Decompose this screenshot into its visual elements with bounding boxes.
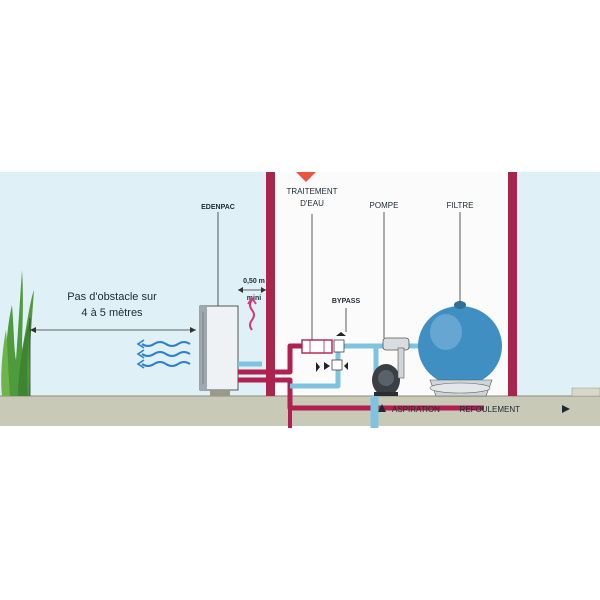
warm-airflow-arrow [247, 296, 257, 305]
obstacle-label-line2: 4 à 5 mètres [81, 307, 143, 319]
heat-pump-unit [199, 305, 239, 396]
left-wall [266, 172, 275, 396]
treatment-label-line2: D'EAU [300, 199, 324, 208]
ground [0, 396, 600, 426]
bypass-label: BYPASS [332, 298, 361, 305]
warm-airflow [249, 299, 255, 331]
pool-pump [372, 337, 410, 396]
discharge-arrow [562, 405, 570, 413]
clearance-dimension [238, 287, 266, 293]
bypass-valves [316, 332, 348, 372]
discharge-label: REFOULEMENT [460, 405, 521, 414]
clearance-label-line2: mini [247, 295, 261, 302]
suction-arrow [378, 404, 386, 412]
treatment-label-line1: TRAITEMENT [286, 187, 337, 196]
cold-airflow [136, 339, 191, 369]
shrub [1, 270, 34, 396]
exterior-step [571, 387, 600, 397]
pump-label: POMPE [370, 201, 399, 210]
sand-filter [418, 301, 502, 397]
right-wall [508, 172, 517, 396]
clearance-label-line1: 0,50 m [243, 278, 265, 285]
obstacle-label-line1: Pas d'obstacle sur [67, 291, 157, 303]
roof-marker [296, 172, 316, 182]
suction-label: ASPIRATION [392, 405, 440, 414]
obstacle-dimension [29, 318, 196, 396]
hot-water-pipe [238, 343, 484, 411]
edenpac-label: EDENPAC [201, 204, 235, 211]
water-treatment-device [301, 339, 333, 354]
filter-label: FILTRE [447, 201, 474, 210]
